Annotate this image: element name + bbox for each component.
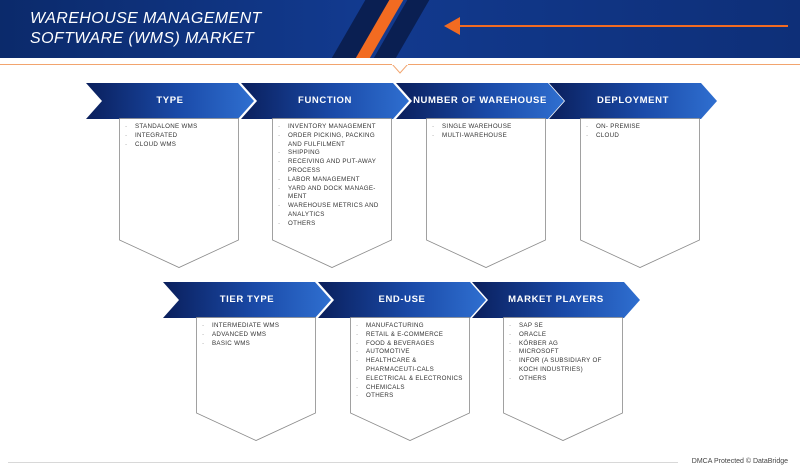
segment-card-end-use: MANUFACTURINGRETAIL & E-COMMERCEFOOD & B… [350, 317, 470, 441]
pointer-down-icon [392, 64, 408, 74]
list-item: MICROSOFT [509, 348, 617, 357]
segment-card-number-of-warehouse: SINGLE WAREHOUSEMULTI-WAREHOUSE [426, 118, 546, 268]
list-item: LABOR MANAGEMENT [278, 176, 386, 185]
list-item: WAREHOUSE METRICS AND ANALYTICS [278, 202, 386, 220]
list-item: ADVANCED WMS [202, 331, 310, 340]
list-item: ORACLE [509, 331, 617, 340]
segment-title-function: FUNCTION [298, 95, 352, 106]
list-item: SINGLE WAREHOUSE [432, 123, 540, 132]
list-item: MULTI-WAREHOUSE [432, 132, 540, 141]
footer-credit: DMCA Protected © DataBridge [691, 458, 788, 465]
list-item: INVENTORY MANAGEMENT [278, 123, 386, 132]
list-item: HEALTHCARE & PHARMACEUTI-CALS [356, 357, 464, 375]
segment-title-number-of-warehouse: NUMBER OF WAREHOUSE [413, 95, 547, 106]
segment-card-market-players: SAP SEORACLEKÖRBER AGMICROSOFTINFOR (A S… [503, 317, 623, 441]
segment-card-function: INVENTORY MANAGEMENTORDER PICKING, PACKI… [272, 118, 392, 268]
page-title: WAREHOUSE MANAGEMENT SOFTWARE (WMS) MARK… [30, 10, 262, 47]
segment-card-tier-type: INTERMEDIATE WMSADVANCED WMSBASIC WMS [196, 317, 316, 441]
segment-header-tier-type: TIER TYPE [163, 282, 331, 318]
list-item: AUTOMOTIVE [356, 348, 464, 357]
arrow-left-icon [444, 17, 460, 35]
segment-title-type: TYPE [156, 95, 184, 106]
segment-card-type: STANDALONE WMSINTEGRATEDCLOUD WMS [119, 118, 239, 268]
list-item: INTERMEDIATE WMS [202, 322, 310, 331]
list-item: FOOD & BEVERAGES [356, 340, 464, 349]
segment-items-market-players: SAP SEORACLEKÖRBER AGMICROSOFTINFOR (A S… [509, 322, 617, 384]
list-item: RETAIL & E-COMMERCE [356, 331, 464, 340]
list-item: KÖRBER AG [509, 340, 617, 349]
segment-items-function: INVENTORY MANAGEMENTORDER PICKING, PACKI… [278, 123, 386, 229]
list-item: CLOUD [586, 132, 694, 141]
segment-header-function: FUNCTION [241, 83, 409, 119]
list-item: INTEGRATED [125, 132, 233, 141]
list-item: BASIC WMS [202, 340, 310, 349]
segment-items-number-of-warehouse: SINGLE WAREHOUSEMULTI-WAREHOUSE [432, 123, 540, 141]
list-item: STANDALONE WMS [125, 123, 233, 132]
header-banner: WAREHOUSE MANAGEMENT SOFTWARE (WMS) MARK… [0, 0, 800, 58]
segment-header-market-players: MARKET PLAYERS [472, 282, 640, 318]
list-item: ORDER PICKING, PACKING AND FULFILMENT [278, 132, 386, 150]
segment-items-deployment: ON- PREMISECLOUD [586, 123, 694, 141]
segment-title-deployment: DEPLOYMENT [597, 95, 669, 106]
list-item: MANUFACTURING [356, 322, 464, 331]
list-item: OTHERS [356, 392, 464, 401]
segment-title-end-use: END-USE [378, 294, 426, 305]
segment-title-market-players: MARKET PLAYERS [508, 294, 604, 305]
segment-items-end-use: MANUFACTURINGRETAIL & E-COMMERCEFOOD & B… [356, 322, 464, 401]
segment-items-type: STANDALONE WMSINTEGRATEDCLOUD WMS [125, 123, 233, 149]
footer-divider [8, 462, 678, 463]
segment-header-number-of-warehouse: NUMBER OF WAREHOUSE [396, 83, 564, 119]
segment-title-tier-type: TIER TYPE [219, 294, 275, 305]
arrow-line [458, 25, 788, 27]
segment-header-end-use: END-USE [318, 282, 486, 318]
segment-header-deployment: DEPLOYMENT [549, 83, 717, 119]
list-item: INFOR (A SUBSIDIARY OF KOCH INDUSTRIES) [509, 357, 617, 375]
list-item: RECEIVING AND PUT-AWAY PROCESS [278, 158, 386, 176]
segment-items-tier-type: INTERMEDIATE WMSADVANCED WMSBASIC WMS [202, 322, 310, 348]
list-item: SHIPPING [278, 149, 386, 158]
segment-header-type: TYPE [86, 83, 254, 119]
list-item: OTHERS [278, 220, 386, 229]
list-item: SAP SE [509, 322, 617, 331]
list-item: CHEMICALS [356, 384, 464, 393]
list-item: CLOUD WMS [125, 141, 233, 150]
list-item: ON- PREMISE [586, 123, 694, 132]
list-item: OTHERS [509, 375, 617, 384]
list-item: YARD AND DOCK MANAGE-MENT [278, 185, 386, 203]
segment-card-deployment: ON- PREMISECLOUD [580, 118, 700, 268]
list-item: ELECTRICAL & ELECTRONICS [356, 375, 464, 384]
